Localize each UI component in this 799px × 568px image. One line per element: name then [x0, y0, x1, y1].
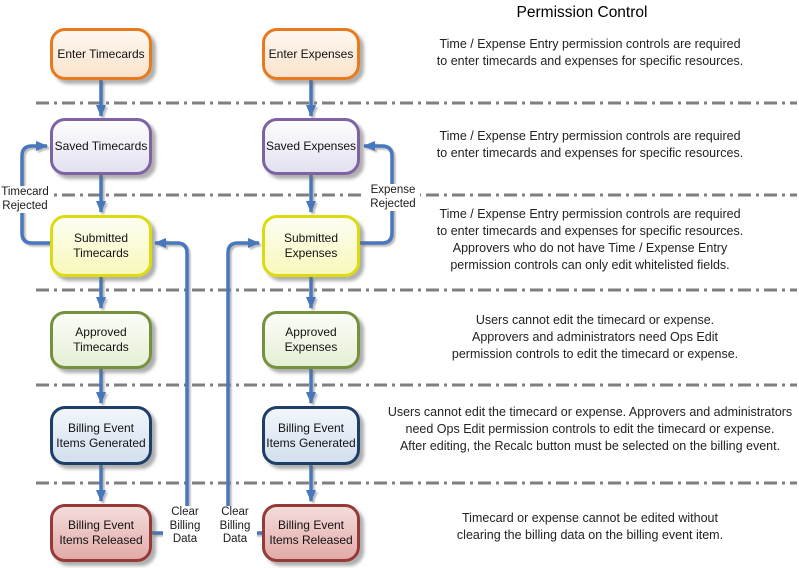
arrow-clear-billing-expenses: [226, 238, 262, 535]
stage-box-billing-generated-expenses: Billing Event Items Generated: [262, 406, 360, 465]
annotation-generated-phase: Users cannot edit the timecard or expens…: [387, 405, 793, 453]
stage-box-enter-expenses: Enter Expenses: [262, 28, 360, 80]
clear-billing-data-label-expenses: Clear Billing Data: [213, 506, 257, 547]
expense-rejected-label: Expense Rejected: [366, 184, 420, 211]
stage-box-saved-timecards: Saved Timecards: [50, 118, 152, 175]
clear-billing-data-label-timecards: Clear Billing Data: [163, 506, 207, 547]
annotation-saved-phase: Time / Expense Entry permission controls…: [436, 129, 744, 160]
arrow-clear-billing-timecards: [152, 238, 189, 535]
annotation-enter-phase: Time / Expense Entry permission controls…: [436, 37, 744, 68]
stage-box-submitted-expenses: Submitted Expenses: [262, 215, 360, 277]
timecard-rejected-label: Timecard Rejected: [0, 186, 50, 213]
stage-box-billing-released-expenses: Billing Event Items Released: [262, 504, 360, 562]
stage-box-saved-expenses: Saved Expenses: [262, 118, 360, 175]
stage-box-billing-generated-timecards: Billing Event Items Generated: [50, 406, 152, 465]
annotation-submitted-phase: Time / Expense Entry permission controls…: [436, 207, 744, 272]
stage-box-approved-timecards: Approved Timecards: [50, 311, 152, 369]
page-title: Permission Control: [516, 4, 648, 21]
annotation-approved-phase: Users cannot edit the timecard or expens…: [451, 313, 739, 361]
stage-box-enter-timecards: Enter Timecards: [50, 28, 152, 80]
stage-box-submitted-timecards: Submitted Timecards: [50, 215, 152, 277]
flow-arrows: [20, 80, 394, 535]
annotation-released-phase: Timecard or expense cannot be edited wit…: [456, 511, 724, 542]
stage-box-approved-expenses: Approved Expenses: [262, 311, 360, 369]
stage-box-billing-released-timecards: Billing Event Items Released: [50, 504, 152, 562]
phase-separator-lines: [36, 101, 797, 485]
